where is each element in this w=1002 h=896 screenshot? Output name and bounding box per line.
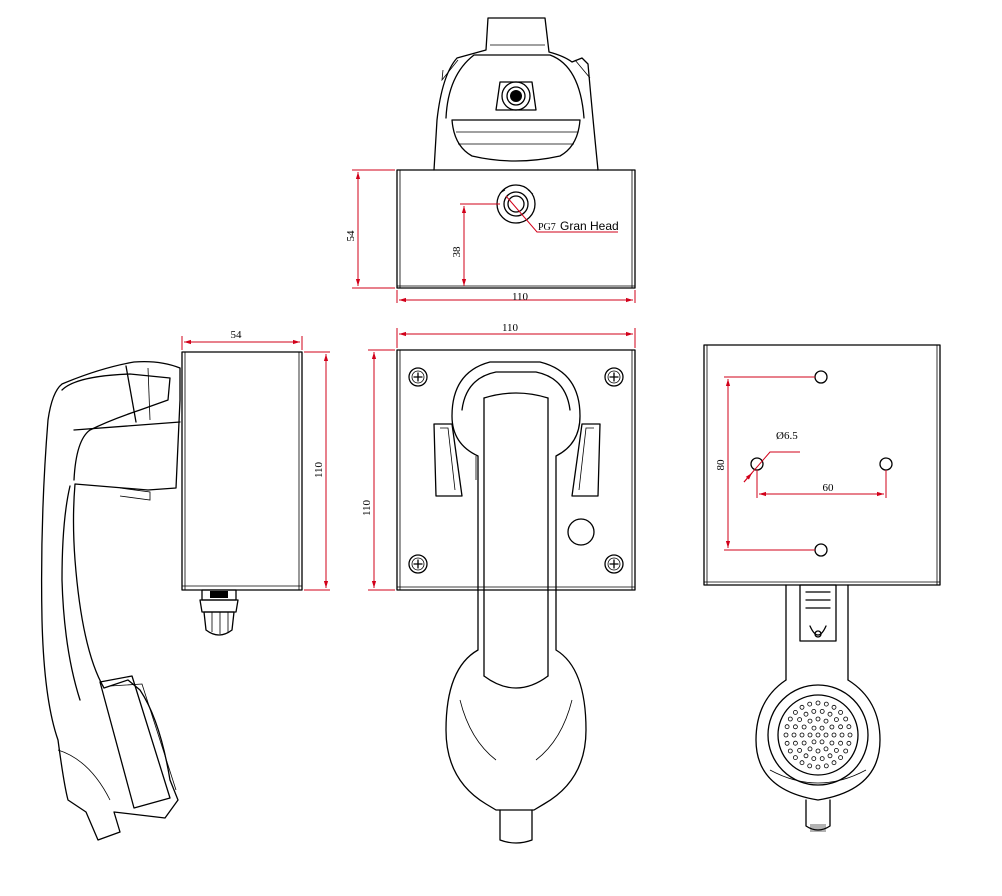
grille-hole xyxy=(846,724,852,730)
mounting-hole xyxy=(814,543,828,557)
side-view-housing xyxy=(181,351,303,591)
top-view-dim-gland-height: 38 xyxy=(451,246,463,258)
grille-hole xyxy=(831,760,837,766)
grille-hole xyxy=(839,732,845,738)
screw-icon xyxy=(604,554,624,574)
grille-hole xyxy=(784,724,790,730)
grille-hole xyxy=(823,701,829,707)
front-view-dim-height: 110 xyxy=(361,499,373,516)
gland-thread-label: PG7 xyxy=(538,222,556,233)
grille-hole xyxy=(819,756,825,761)
grille-hole xyxy=(803,753,809,759)
screw-icon xyxy=(408,367,428,387)
side-view-handset xyxy=(40,360,181,841)
grille-hole xyxy=(787,748,793,754)
back-view-plate xyxy=(703,344,941,586)
grille-hole xyxy=(807,718,813,724)
grille-hole xyxy=(793,710,798,715)
grille-hole xyxy=(843,748,849,754)
speaker-grille xyxy=(783,700,853,770)
grille-hole xyxy=(815,748,821,754)
grille-hole xyxy=(815,716,821,722)
mounting-hole xyxy=(750,457,764,471)
grille-hole xyxy=(815,764,821,770)
top-view-plate xyxy=(396,169,636,289)
grille-hole xyxy=(797,717,802,722)
grille-hole xyxy=(831,732,837,738)
grille-hole xyxy=(793,755,798,760)
grille-hole xyxy=(787,716,793,722)
grille-hole xyxy=(815,732,821,738)
grille-hole xyxy=(793,724,798,730)
grille-hole xyxy=(846,740,852,746)
grille-hole xyxy=(823,732,829,738)
grille-hole xyxy=(793,740,798,746)
grille-hole xyxy=(811,739,817,745)
grille-hole xyxy=(801,740,807,746)
grille-hole xyxy=(827,753,833,759)
grille-hole xyxy=(838,710,843,715)
grille-hole xyxy=(823,718,829,724)
grille-hole xyxy=(838,740,843,746)
grille-hole xyxy=(823,763,829,769)
grille-hole xyxy=(801,724,807,730)
grille-hole xyxy=(799,704,805,710)
grille-hole xyxy=(784,740,790,746)
top-view-handset-body xyxy=(433,17,599,171)
back-view: 80 60 Ø6.5 xyxy=(703,344,941,832)
front-view-dim-width: 110 xyxy=(502,322,519,334)
back-view-dim-horizontal: 60 xyxy=(823,482,835,494)
grille-hole xyxy=(799,732,805,738)
back-view-handset xyxy=(755,584,881,832)
top-view-dim-height: 54 xyxy=(345,230,357,242)
top-view-dim-width: 110 xyxy=(512,291,529,303)
back-view-dim-vertical: 80 xyxy=(715,459,727,471)
top-view: 54 38 110 PG7 Gran Head xyxy=(345,17,636,303)
grille-hole xyxy=(811,725,817,731)
front-view: 110 110 xyxy=(361,322,636,844)
front-view-hole xyxy=(567,518,595,546)
grille-hole xyxy=(829,740,835,746)
grille-hole xyxy=(807,763,813,769)
grille-hole xyxy=(827,711,833,717)
screw-icon xyxy=(408,554,428,574)
back-view-dim-hole: Ø6.5 xyxy=(776,430,798,442)
grille-hole xyxy=(811,709,817,714)
front-view-handset xyxy=(445,361,587,844)
grille-hole xyxy=(838,724,843,730)
side-view-dim-height: 110 xyxy=(313,461,325,478)
front-view-plate xyxy=(396,349,636,591)
grille-hole xyxy=(831,704,837,710)
side-view-cable-gland xyxy=(199,589,239,636)
grille-hole xyxy=(838,755,843,760)
grille-hole xyxy=(819,739,825,745)
grille-hole xyxy=(815,700,821,706)
grille-hole xyxy=(811,756,817,761)
grille-hole xyxy=(819,725,825,731)
grille-hole xyxy=(834,717,839,722)
grille-hole xyxy=(783,732,789,738)
mounting-hole xyxy=(814,370,828,384)
grille-hole xyxy=(797,748,802,753)
mounting-hole xyxy=(879,457,893,471)
grille-hole xyxy=(807,732,813,738)
gland-name-label: Gran Head xyxy=(560,219,619,233)
grille-hole xyxy=(819,709,825,714)
grille-hole xyxy=(803,711,809,717)
grille-hole xyxy=(829,724,835,730)
grille-hole xyxy=(791,732,797,738)
grille-hole xyxy=(807,701,813,707)
side-view-dim-depth: 54 xyxy=(231,329,243,341)
pg7-gland-hole xyxy=(496,184,536,224)
grille-hole xyxy=(847,732,853,738)
grille-hole xyxy=(834,748,839,753)
front-view-cradle xyxy=(433,423,601,497)
screw-icon xyxy=(604,367,624,387)
grille-hole xyxy=(843,716,849,722)
grille-hole xyxy=(799,760,805,766)
grille-hole xyxy=(807,746,813,752)
side-view: 54 110 xyxy=(40,329,330,841)
grille-hole xyxy=(823,746,829,752)
